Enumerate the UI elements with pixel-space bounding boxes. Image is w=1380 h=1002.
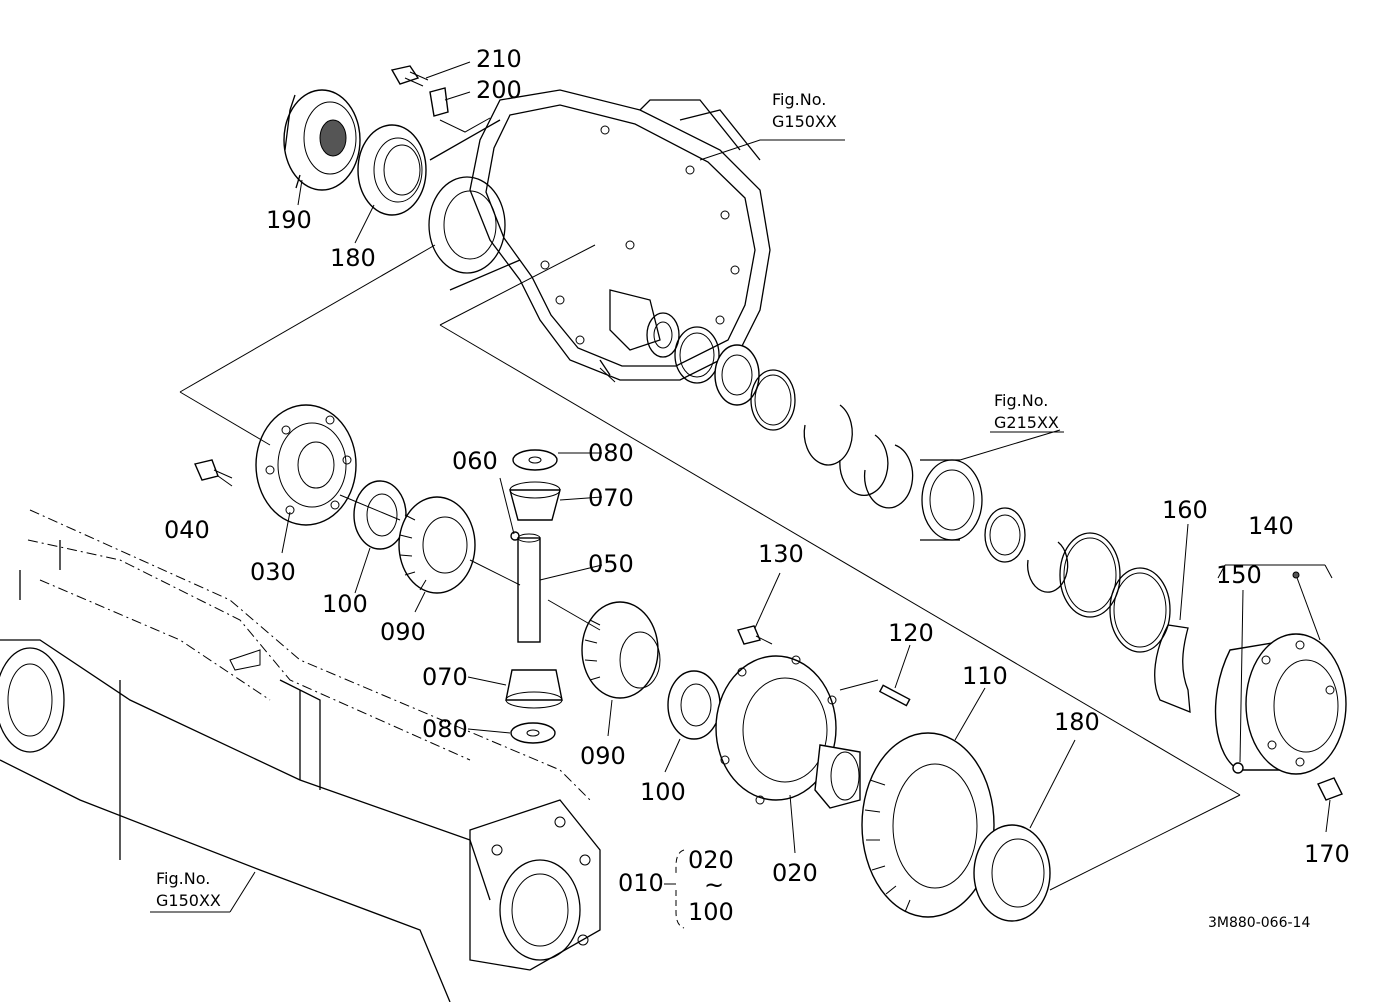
diagram-code: 3M880-066-14 xyxy=(1208,915,1310,931)
label-180-upper: 180 xyxy=(330,244,376,272)
part-030-flange-cover xyxy=(255,404,357,526)
label-range-to: 100 xyxy=(688,898,734,926)
figure-ref-g150xx-bottom: Fig.No. G150XX xyxy=(150,869,230,913)
label-040: 040 xyxy=(164,516,210,544)
label-090-left: 090 xyxy=(380,618,426,646)
part-090-side-gear-right xyxy=(581,601,661,699)
figure-ref-g150xx-top: Fig.No. G150XX xyxy=(772,90,837,131)
part-170-bolt xyxy=(1317,777,1343,801)
fig-number: G215XX xyxy=(994,413,1059,432)
part-140-bearing-case xyxy=(1214,633,1347,775)
axle-housing xyxy=(0,509,601,1002)
label-100-left: 100 xyxy=(322,590,368,618)
label-160: 160 xyxy=(1162,496,1208,524)
shaft-ring-stack xyxy=(674,326,1171,653)
part-180-bearing-upper xyxy=(357,124,427,216)
part-180-bearing-lower xyxy=(973,824,1051,922)
label-130: 130 xyxy=(758,540,804,568)
label-070-top: 070 xyxy=(588,484,634,512)
figure-ref-g215xx: Fig.No. G215XX xyxy=(990,391,1064,433)
label-050: 050 xyxy=(588,550,634,578)
label-range-tilde: ~ xyxy=(704,871,724,899)
part-100-shim-right xyxy=(667,670,721,740)
label-150: 150 xyxy=(1216,561,1262,589)
label-210: 210 xyxy=(476,45,522,73)
part-130-bolt xyxy=(737,625,773,645)
assembly-guide-lines xyxy=(179,117,1333,891)
label-010: 010 xyxy=(618,869,664,897)
label-range-from: 020 xyxy=(688,846,734,874)
assembly-range-bracket: 010 020 ~ 100 xyxy=(618,846,734,929)
part-labels: 210 200 190 180 080 060 070 050 040 030 … xyxy=(164,45,1350,887)
label-100-right: 100 xyxy=(640,778,686,806)
part-210-bolt xyxy=(390,65,429,87)
part-100-shim-left xyxy=(353,480,407,550)
part-070-pinion-top xyxy=(509,481,561,521)
label-020: 020 xyxy=(772,859,818,887)
fig-label: Fig.No. xyxy=(156,869,210,888)
part-080-washer-bottom xyxy=(510,722,556,744)
differential-case xyxy=(428,89,771,381)
part-040-bolt xyxy=(194,459,233,481)
label-030: 030 xyxy=(250,558,296,586)
part-190-flange xyxy=(283,89,361,191)
label-200: 200 xyxy=(476,76,522,104)
label-080-top: 080 xyxy=(588,439,634,467)
label-180-lower: 180 xyxy=(1054,708,1100,736)
label-140: 140 xyxy=(1248,512,1294,540)
leader-lines xyxy=(217,61,1331,913)
part-110-ring-gear xyxy=(861,732,995,918)
part-120-pin xyxy=(878,684,911,707)
part-020-diff-case xyxy=(715,655,861,809)
fig-number: G150XX xyxy=(772,112,837,131)
label-190: 190 xyxy=(266,206,312,234)
part-150-ball xyxy=(1232,762,1244,774)
fig-number: G150XX xyxy=(156,891,221,910)
part-090-side-gear-left xyxy=(398,496,476,594)
label-120: 120 xyxy=(888,619,934,647)
label-170: 170 xyxy=(1304,840,1350,868)
label-080-bottom: 080 xyxy=(422,715,468,743)
part-070-pinion-bottom xyxy=(505,669,563,709)
label-090-right: 090 xyxy=(580,742,626,770)
label-060: 060 xyxy=(452,447,498,475)
part-200-lock-plate xyxy=(429,87,449,117)
label-110: 110 xyxy=(962,662,1008,690)
fig-label: Fig.No. xyxy=(772,90,826,109)
part-080-washer-top xyxy=(512,449,558,471)
fig-label: Fig.No. xyxy=(994,391,1048,410)
part-050-shaft xyxy=(517,533,541,643)
part-160-shim-plate xyxy=(1154,624,1191,713)
label-070-bottom: 070 xyxy=(422,663,468,691)
